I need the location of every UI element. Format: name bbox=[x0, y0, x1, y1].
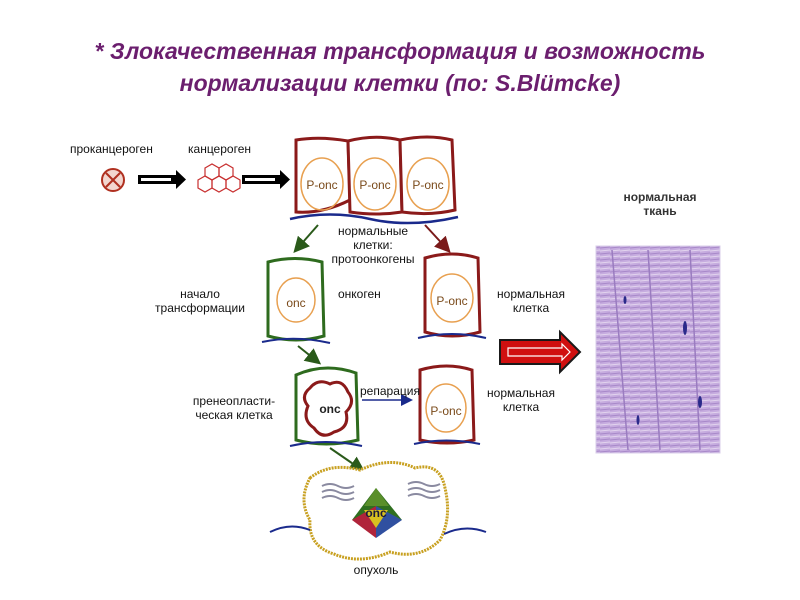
arrow-to-preneoplastic bbox=[298, 346, 318, 362]
arrow-to-normal-cell bbox=[425, 225, 448, 250]
label-repair: репарация bbox=[360, 384, 412, 398]
nucleus-label-3: P-onc bbox=[408, 178, 448, 192]
nucleus-label-bold-onc: onc bbox=[310, 402, 350, 416]
label-normal-cell-1: нормальная клетка bbox=[488, 287, 574, 315]
normal-tissue-image bbox=[596, 246, 720, 453]
arrow-black-2 bbox=[242, 170, 290, 189]
label-transform-start: начало трансформации bbox=[150, 287, 250, 315]
nucleus-label-onc: onc bbox=[276, 296, 316, 310]
nucleus-label-1: P-onc bbox=[302, 178, 342, 192]
nucleus-label-2: P-onc bbox=[355, 178, 395, 192]
nucleus-label-tumor: onc bbox=[356, 506, 396, 520]
carcinogen-molecule-icon bbox=[198, 164, 240, 192]
label-carcinogen: канцероген bbox=[188, 142, 251, 156]
nucleus-label-repaired: P-onc bbox=[426, 404, 466, 418]
label-normal-tissue: нормальная ткань bbox=[614, 190, 706, 218]
label-preneoplastic: пренеопласти-ческая клетка bbox=[188, 394, 280, 422]
label-normal-cells: нормальные клетки: протоонкогены bbox=[318, 224, 428, 266]
arrow-black-1 bbox=[138, 170, 186, 189]
label-tumor: опухоль bbox=[340, 563, 412, 577]
procarcinogen-icon bbox=[102, 169, 124, 191]
label-normal-cell-2: нормальная клетка bbox=[478, 386, 564, 414]
label-procarcinogen: проканцероген bbox=[70, 142, 153, 156]
big-red-arrow bbox=[500, 332, 580, 372]
nucleus-label-middle: P-onc bbox=[432, 294, 472, 308]
arrow-to-transformation bbox=[296, 225, 318, 250]
label-oncogene: онкоген bbox=[338, 287, 381, 301]
